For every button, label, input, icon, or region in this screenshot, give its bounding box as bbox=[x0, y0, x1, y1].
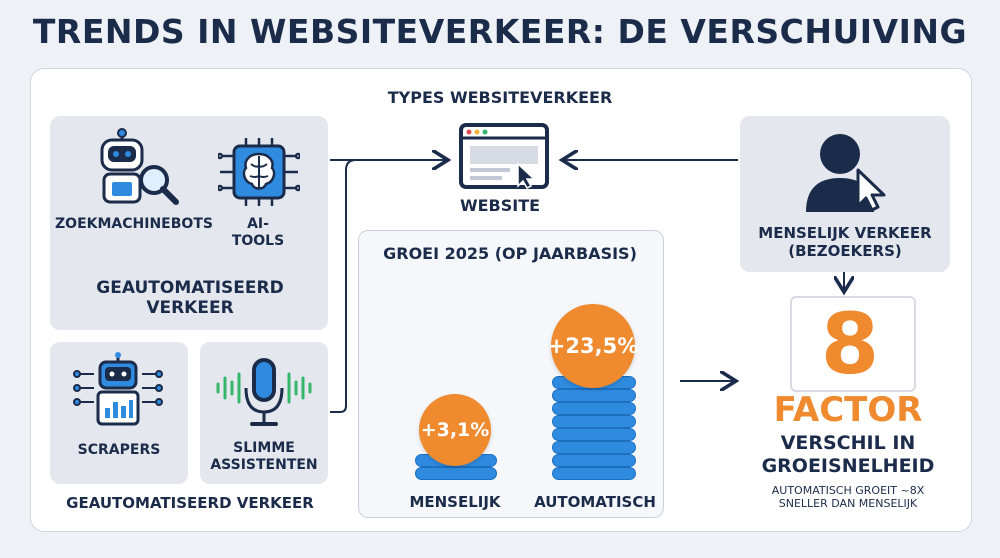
search-bots-label: ZOEKMACHINEBOTS bbox=[55, 216, 213, 232]
bar-disc-automatisch bbox=[552, 441, 636, 454]
ai-tools-label-line2: TOOLS bbox=[231, 232, 285, 249]
category-label-automated: AUTOMATISCH bbox=[534, 493, 656, 511]
bar-disc-automatisch bbox=[552, 415, 636, 428]
bar-disc-automatisch bbox=[552, 389, 636, 402]
browser-window-icon bbox=[459, 123, 549, 189]
scraper-robot-icon bbox=[73, 352, 163, 426]
bar-disc-automatisch bbox=[552, 428, 636, 441]
factor-line2: GROEISNELHEID bbox=[761, 454, 935, 477]
person-cursor-icon bbox=[806, 134, 886, 212]
human-label-line1: MENSELIJK VERKEER bbox=[758, 224, 932, 242]
smart-assistants-line1: SLIMME bbox=[233, 440, 295, 456]
ai-chip-icon bbox=[218, 138, 300, 206]
factor-description: VERSCHIL IN GROEISNELHEID bbox=[740, 432, 956, 478]
microphone-icon bbox=[216, 358, 312, 426]
ai-tools-label-line1: AI- bbox=[247, 216, 269, 232]
automated-traffic-label-top: GEAUTOMATISEERD VERKEER bbox=[60, 278, 320, 319]
types-title: TYPES WEBSITEVERKEER bbox=[387, 88, 613, 107]
bar-disc-automatisch bbox=[552, 402, 636, 415]
factor-sub-line1: AUTOMATISCH GROEIT ~8X bbox=[771, 484, 925, 497]
value-label-menselijk: +3,1% bbox=[419, 394, 491, 466]
human-traffic-label: MENSELIJK VERKEER (BEZOEKERS) bbox=[742, 224, 948, 260]
factor-line1: VERSCHIL IN bbox=[780, 432, 916, 454]
search-bot-icon bbox=[100, 128, 179, 205]
human-label-line2: (BEZOEKERS) bbox=[788, 242, 902, 260]
bar-disc-automatisch bbox=[552, 454, 636, 467]
scrapers-label: SCRAPERS bbox=[77, 442, 161, 458]
ai-tools-label: AI- TOOLS bbox=[222, 216, 294, 250]
automated-label-line1: GEAUTOMATISEERD bbox=[96, 278, 284, 298]
factor-subtext: AUTOMATISCH GROEIT ~8X SNELLER DAN MENSE… bbox=[740, 484, 956, 510]
smart-assistants-line2: ASSISTENTEN bbox=[210, 456, 318, 473]
smart-assistants-label: SLIMME ASSISTENTEN bbox=[204, 440, 324, 474]
website-label: WEBSITE bbox=[459, 196, 541, 215]
factor-number: 8 bbox=[820, 295, 880, 393]
factor-word: FACTOR bbox=[773, 390, 923, 430]
automated-label-line2: VERKEER bbox=[146, 298, 234, 319]
factor-sub-line2: SNELLER DAN MENSELIJK bbox=[778, 497, 918, 511]
page-title: TRENDS IN WEBSITEVERKEER: DE VERSCHUIVIN… bbox=[32, 12, 968, 51]
automated-traffic-label-bottom: GEAUTOMATISEERD VERKEER bbox=[66, 494, 314, 512]
bar-disc-menselijk bbox=[415, 467, 497, 480]
category-label-human: MENSELIJK bbox=[409, 493, 501, 511]
chart-title: GROEI 2025 (OP JAARBASIS) bbox=[383, 244, 637, 263]
value-label-automatisch: +23,5% bbox=[548, 304, 638, 388]
factor-number-frame bbox=[790, 296, 916, 392]
bar-disc-automatisch bbox=[552, 467, 636, 480]
